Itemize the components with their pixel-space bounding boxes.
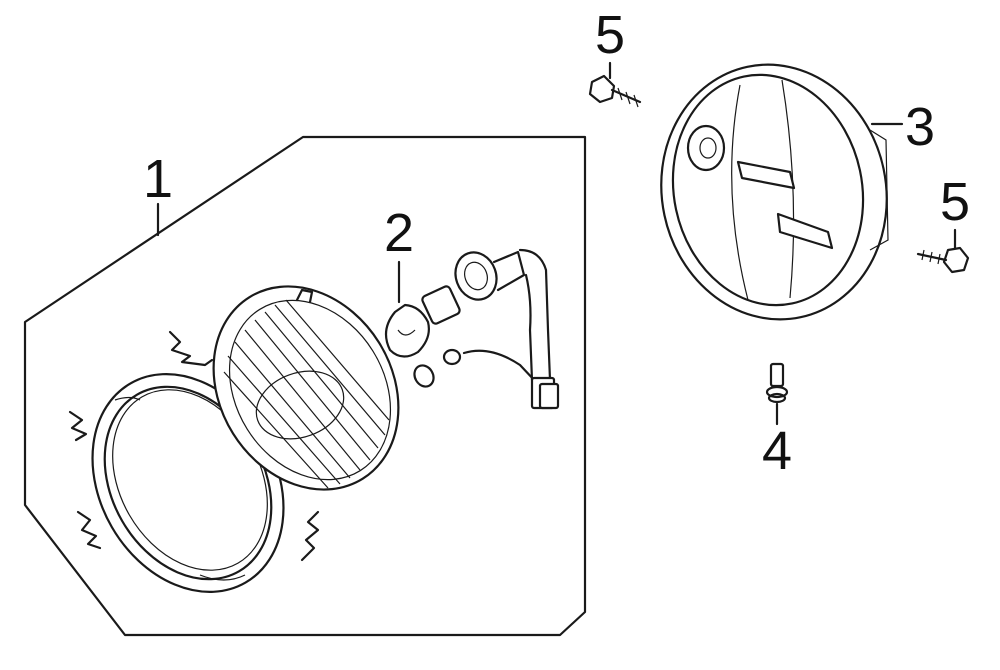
screw [765,362,789,404]
pilot-bulb [413,348,462,388]
bolt-top [588,74,642,108]
callout-2: 2 [383,203,415,263]
headlight-case [660,63,889,321]
bolt-right [916,246,970,274]
callout-5-top: 5 [594,5,626,65]
callout-5-right: 5 [939,172,971,232]
callout-3: 3 [904,97,936,157]
callout-1: 1 [142,149,174,209]
callout-4: 4 [761,421,793,481]
headlight-lens [212,285,400,491]
bulb [384,285,461,358]
spring-clips [68,330,320,562]
bulb-socket-wiring [454,248,560,410]
assembly-boundary [23,135,587,637]
